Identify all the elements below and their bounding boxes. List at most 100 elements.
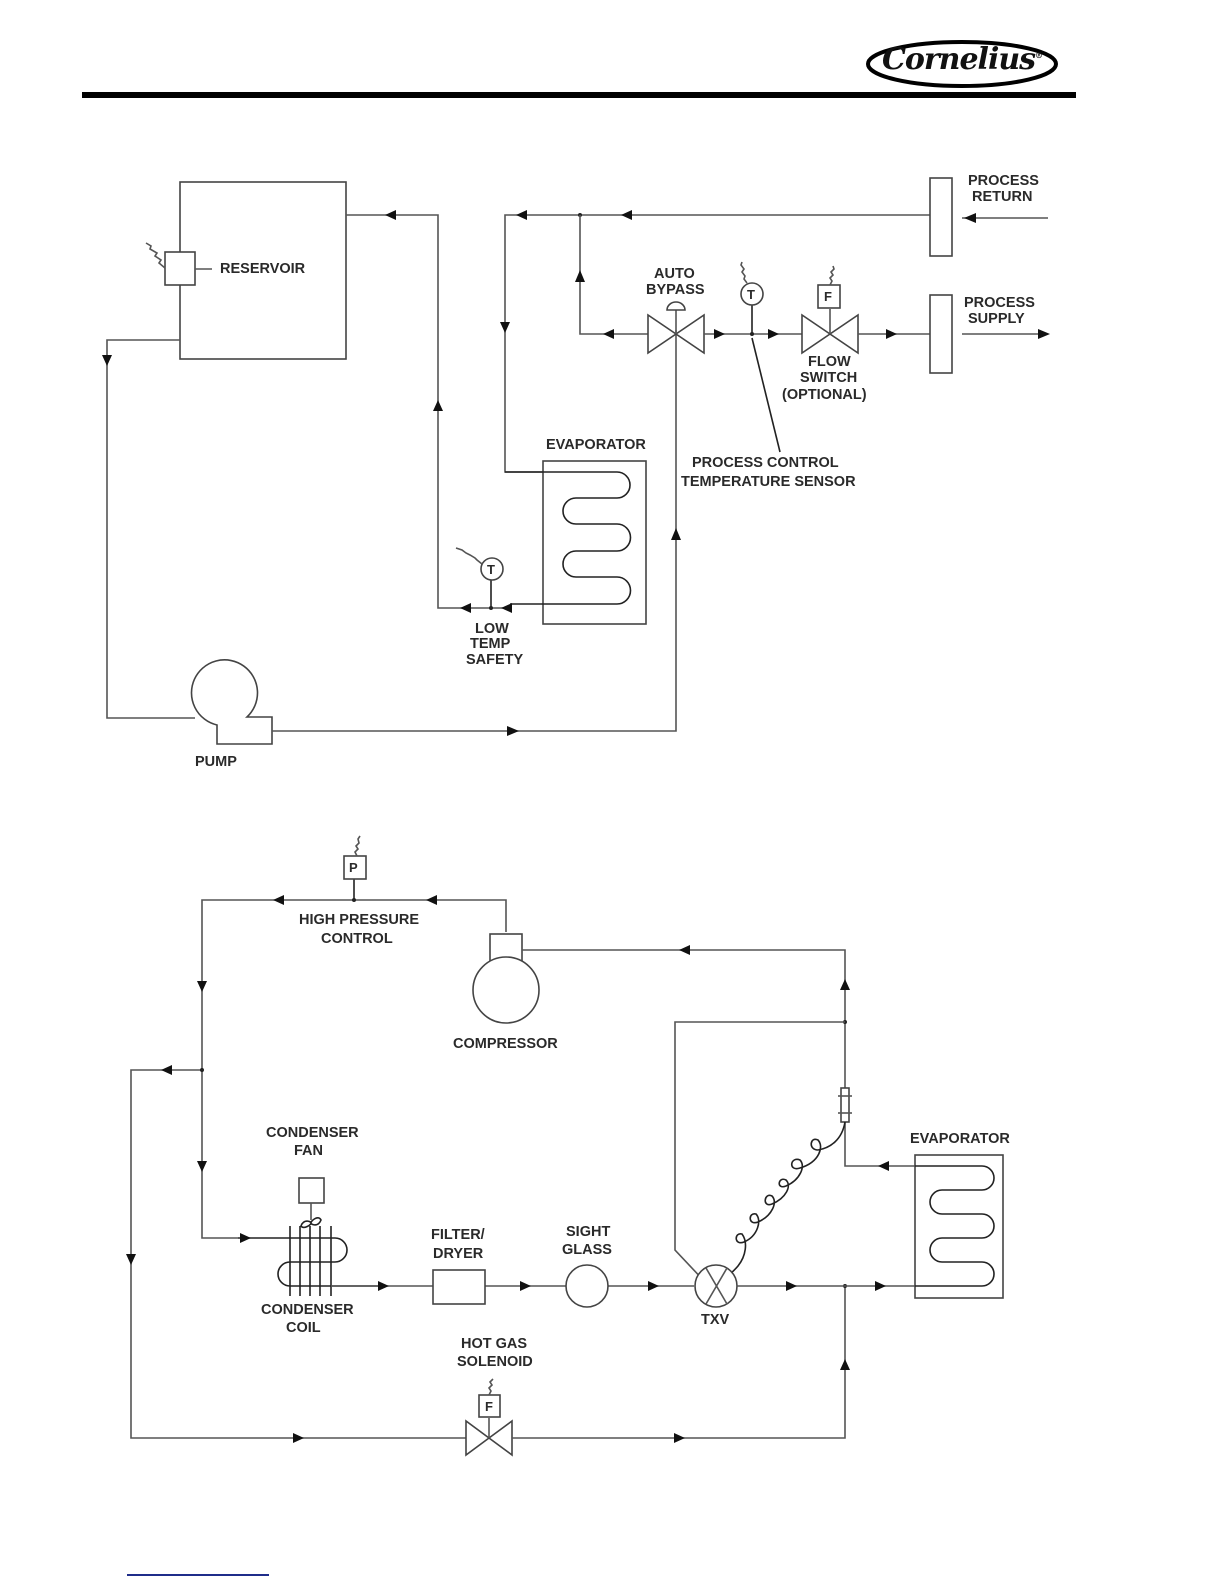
flow-arrow-left-icon bbox=[385, 210, 396, 220]
flow-arrow-right-icon bbox=[786, 1281, 797, 1291]
filter-dryer-label-1: FILTER/ bbox=[431, 1227, 485, 1243]
pump-icon bbox=[191, 660, 272, 744]
sensing-bulb bbox=[841, 1088, 849, 1122]
refrigeration-loop-diagram: P HIGH PRESSURE CONTROL COMPRESSOR bbox=[126, 836, 1010, 1455]
flow-arrow-left-icon bbox=[878, 1161, 889, 1171]
process-return-label-2: RETURN bbox=[972, 189, 1032, 205]
sensor-wire-icon bbox=[456, 548, 482, 564]
temp-sensor-symbol: T bbox=[747, 287, 755, 302]
evaporator-box bbox=[915, 1155, 1003, 1298]
sight-glass-label-2: GLASS bbox=[562, 1242, 612, 1258]
process-supply-label-1: PROCESS bbox=[964, 295, 1035, 311]
flow-arrow-right-icon bbox=[674, 1433, 685, 1443]
flow-arrow-right-icon bbox=[520, 1281, 531, 1291]
process-supply-port bbox=[930, 295, 952, 373]
flow-arrow-right-icon bbox=[768, 329, 779, 339]
compressor bbox=[473, 934, 539, 1023]
capillary-tube-icon bbox=[726, 1122, 845, 1280]
flow-arrow-right-icon bbox=[875, 1281, 886, 1291]
flow-arrow-down-icon bbox=[500, 322, 510, 333]
filter-dryer bbox=[433, 1270, 485, 1304]
low-temp-label-3: SAFETY bbox=[466, 652, 524, 668]
flow-arrow-left-icon bbox=[516, 210, 527, 220]
sensor-wire-icon bbox=[146, 243, 165, 268]
sensor-wire-icon bbox=[489, 1379, 493, 1395]
flow-arrow-left-icon bbox=[460, 603, 471, 613]
flow-arrow-right-icon bbox=[507, 726, 519, 736]
process-return-label-1: PROCESS bbox=[968, 173, 1039, 189]
condenser-fan-label-1: CONDENSER bbox=[266, 1125, 359, 1141]
high-pressure-label-1: HIGH PRESSURE bbox=[299, 912, 419, 928]
flow-switch-label-2: SWITCH bbox=[800, 370, 857, 386]
sensor-wire-icon bbox=[741, 262, 747, 283]
pump-label: PUMP bbox=[195, 754, 237, 770]
flow-switch-label-3: (OPTIONAL) bbox=[782, 387, 867, 403]
sensor-wire-icon bbox=[355, 836, 360, 856]
pipe-hot-gas-to-evaporator bbox=[512, 1286, 845, 1438]
flow-arrow-right-icon bbox=[293, 1433, 304, 1443]
txv-label: TXV bbox=[701, 1312, 730, 1328]
process-control-label-2: TEMPERATURE SENSOR bbox=[681, 474, 856, 490]
flow-arrow-up-icon bbox=[433, 400, 443, 411]
flow-arrow-left-icon bbox=[603, 329, 614, 339]
condenser-fan-motor bbox=[299, 1178, 324, 1203]
auto-bypass-label-2: BYPASS bbox=[646, 282, 705, 298]
footer-link-underline[interactable] bbox=[127, 1574, 269, 1576]
evaporator-label: EVAPORATOR bbox=[910, 1131, 1010, 1147]
pipe-discharge bbox=[202, 900, 506, 1238]
compressor-icon bbox=[473, 957, 539, 1023]
flow-arrow-up-icon bbox=[575, 270, 585, 282]
flow-arrow-left-icon bbox=[273, 895, 284, 905]
sight-glass-label-1: SIGHT bbox=[566, 1224, 610, 1240]
sensor-wire-icon bbox=[830, 266, 834, 285]
flow-arrow-right-icon bbox=[1038, 329, 1050, 339]
pipe-evaporator-to-reservoir bbox=[346, 215, 510, 608]
flow-arrow-down-icon bbox=[102, 355, 112, 366]
compressor-label: COMPRESSOR bbox=[453, 1036, 558, 1052]
low-temp-label-2: TEMP bbox=[470, 636, 511, 652]
hot-gas-label-2: SOLENOID bbox=[457, 1354, 533, 1370]
process-loop-diagram: RESERVOIR PUMP EVAPORATOR T LO bbox=[102, 173, 1050, 770]
flow-arrow-left-icon bbox=[161, 1065, 172, 1075]
flow-arrow-left-icon bbox=[964, 213, 976, 223]
hot-gas-label-1: HOT GAS bbox=[461, 1336, 527, 1352]
pipe-to-evaporator bbox=[505, 215, 610, 472]
low-temp-symbol: T bbox=[487, 562, 495, 577]
flow-switch-symbol: F bbox=[824, 289, 832, 304]
pump bbox=[191, 660, 272, 744]
low-temp-label-1: LOW bbox=[475, 621, 509, 637]
level-sensor bbox=[165, 252, 195, 285]
bypass-actuator-icon bbox=[667, 302, 685, 310]
evaporator-label: EVAPORATOR bbox=[546, 437, 646, 453]
pipe-suction bbox=[522, 950, 915, 1166]
reservoir-label: RESERVOIR bbox=[220, 261, 306, 277]
flow-arrow-up-icon bbox=[840, 979, 850, 990]
pipe-reservoir-to-pump bbox=[107, 340, 195, 718]
process-supply-label-2: SUPPLY bbox=[968, 311, 1025, 327]
flow-arrow-left-icon bbox=[426, 895, 437, 905]
process-control-label-1: PROCESS CONTROL bbox=[692, 455, 839, 471]
process-return-port bbox=[930, 178, 952, 256]
filter-dryer-label-2: DRYER bbox=[433, 1246, 484, 1262]
flow-switch-label-1: FLOW bbox=[808, 354, 851, 370]
condenser-fan-label-2: FAN bbox=[294, 1143, 323, 1159]
flow-arrow-right-icon bbox=[648, 1281, 659, 1291]
flow-arrow-left-icon bbox=[621, 210, 632, 220]
flow-arrow-down-icon bbox=[197, 981, 207, 992]
pressure-symbol: P bbox=[349, 860, 358, 875]
auto-bypass-label-1: AUTO bbox=[654, 266, 695, 282]
sight-glass bbox=[566, 1265, 608, 1307]
flow-arrow-right-icon bbox=[714, 329, 725, 339]
flow-arrow-left-icon bbox=[501, 603, 512, 613]
solenoid-symbol: F bbox=[485, 1399, 493, 1414]
flow-arrow-left-icon bbox=[679, 945, 690, 955]
pipe-bypass-branch bbox=[580, 215, 648, 334]
flow-arrow-down-icon bbox=[126, 1254, 136, 1265]
flow-arrow-right-icon bbox=[240, 1233, 251, 1243]
flow-arrow-up-icon bbox=[671, 528, 681, 540]
flow-arrow-down-icon bbox=[197, 1161, 207, 1172]
flow-arrow-right-icon bbox=[378, 1281, 389, 1291]
txv-valve bbox=[695, 1265, 737, 1307]
condenser-coil-label-1: CONDENSER bbox=[261, 1302, 354, 1318]
